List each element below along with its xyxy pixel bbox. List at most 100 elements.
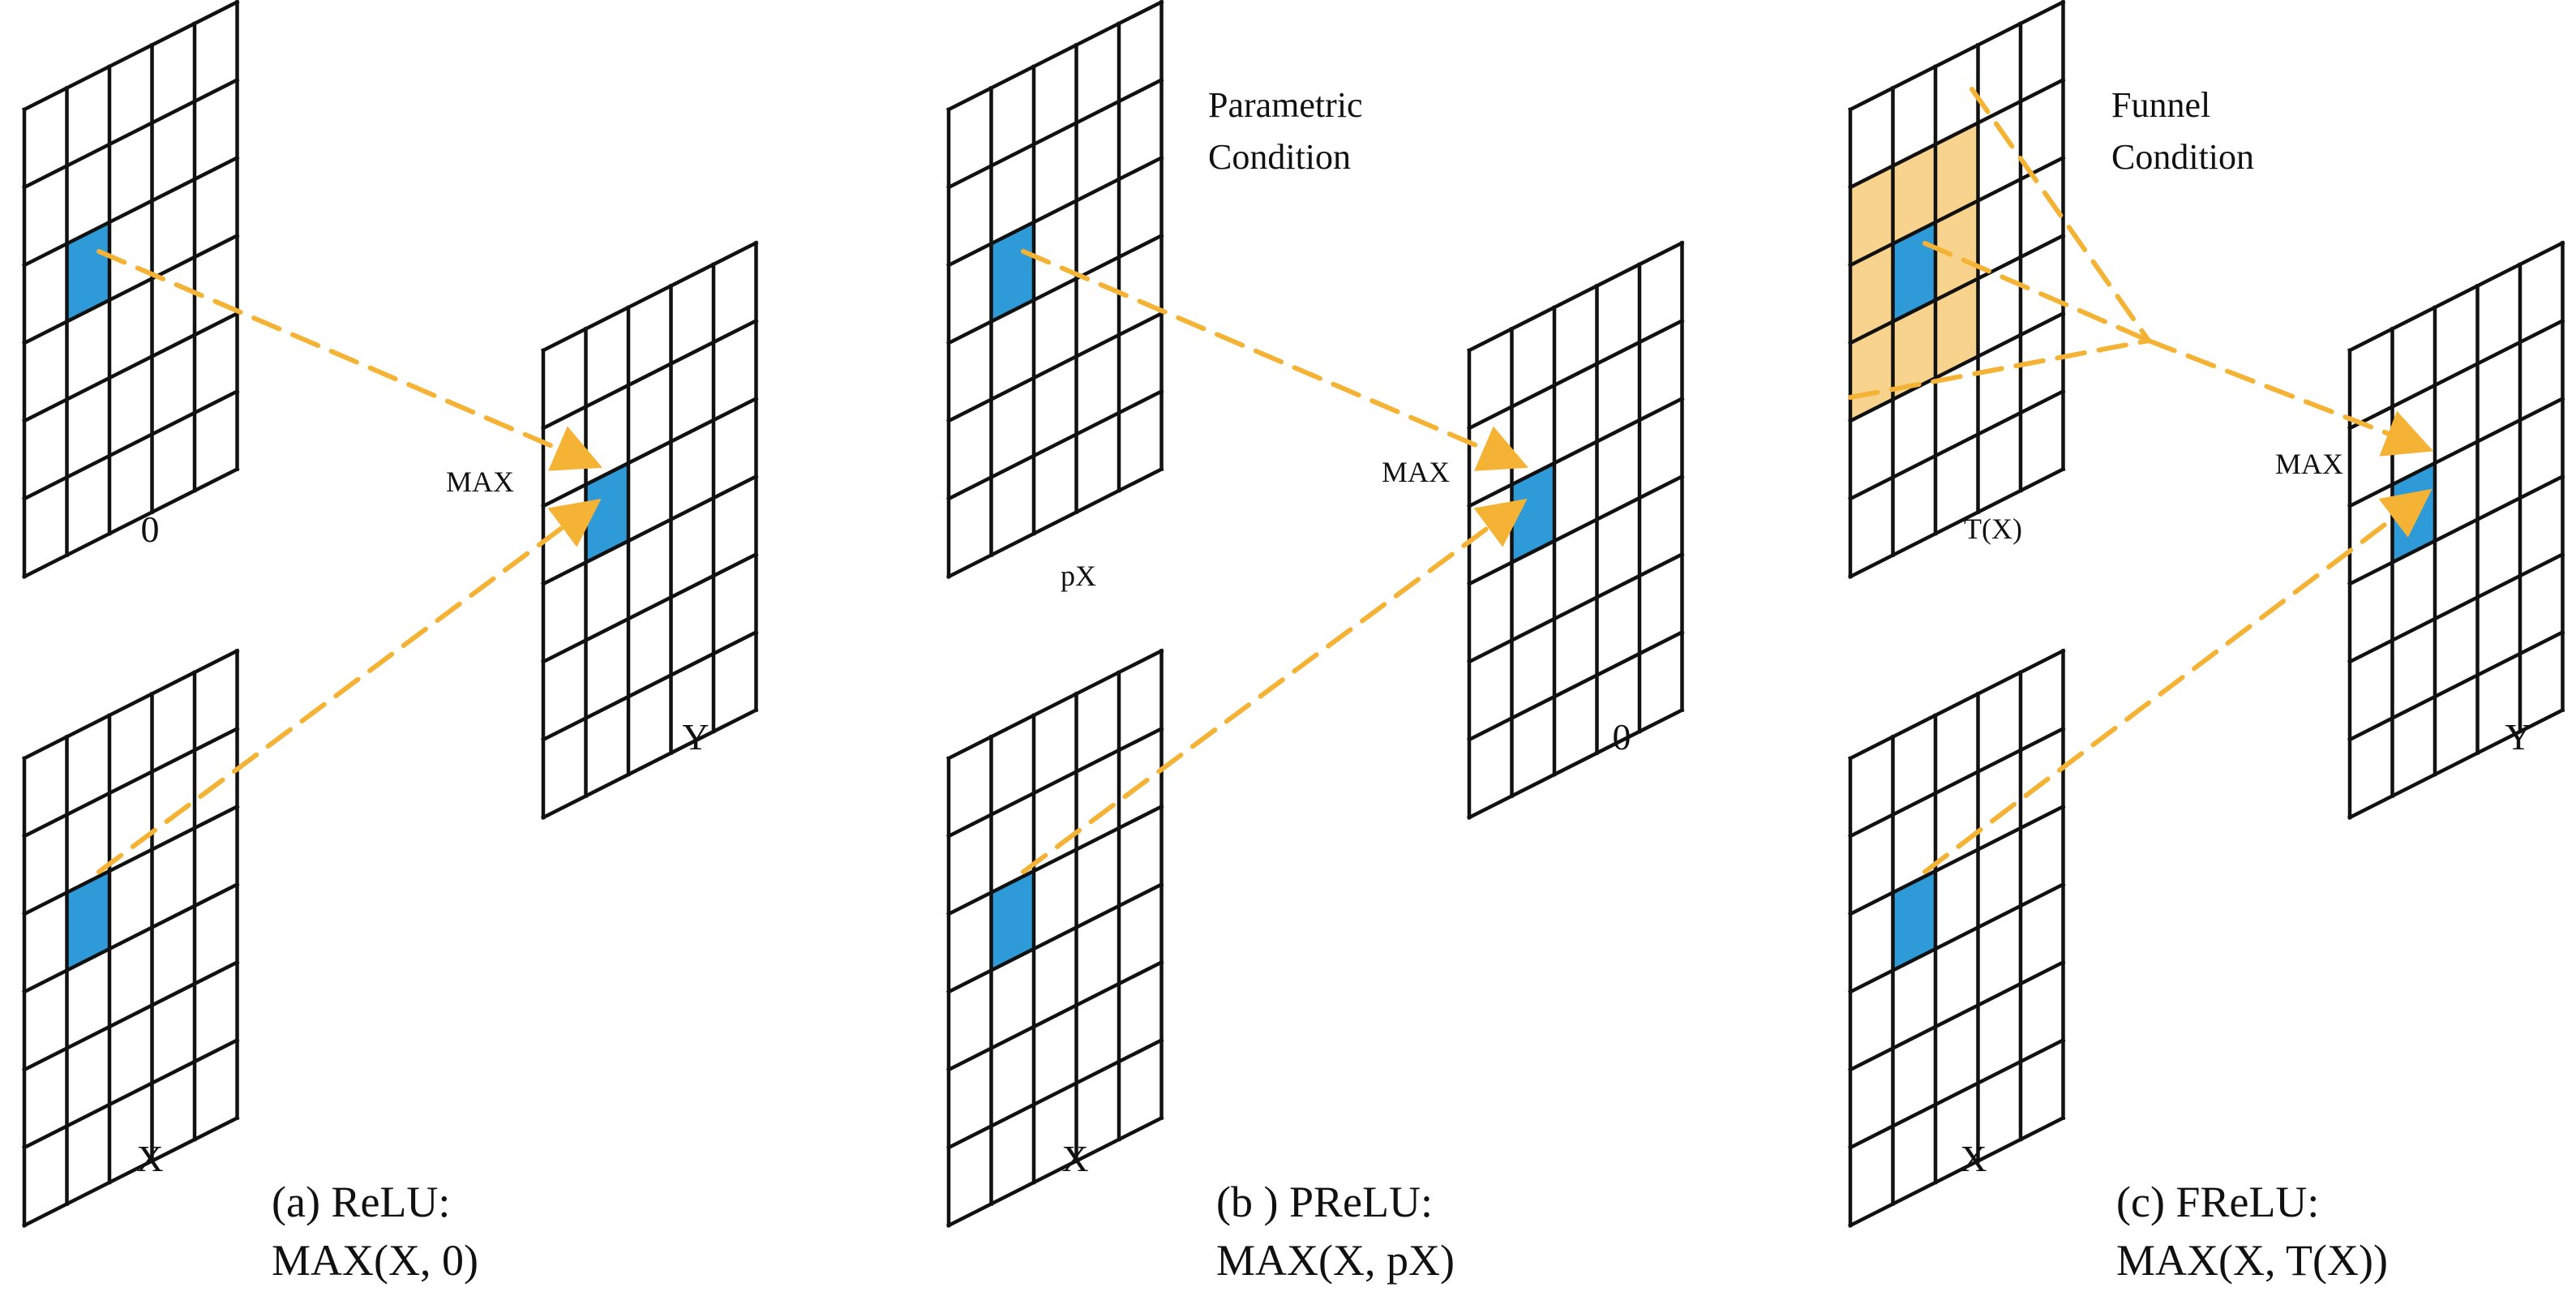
- highlighted-cell: [1511, 463, 1554, 563]
- grid-line: [21, 388, 240, 502]
- relu-arrow-from-top: [96, 249, 603, 471]
- grid-line: [945, 804, 1164, 917]
- relu-arrow-from-bottom: [96, 498, 602, 874]
- grids-layer: [21, 0, 2565, 1229]
- grid-line: [2347, 396, 2565, 509]
- relu-top-grid-label: 0: [141, 509, 160, 550]
- grid-line: [1847, 155, 2066, 268]
- panel-prelu: pX X 0 MAX Parametric Condition (b ) PRe…: [1061, 85, 1631, 1285]
- grid-line: [1847, 233, 2066, 346]
- frelu-output-grid: [2347, 240, 2565, 821]
- grid-line: [1466, 318, 1685, 431]
- highlighted-cell: [991, 871, 1034, 971]
- prelu-output-grid-label: 0: [1613, 716, 1631, 757]
- grid-line: [1847, 648, 2066, 762]
- frelu-arrow-from-funnel: [2146, 338, 2434, 457]
- funnel-window-cell: [1850, 243, 1893, 343]
- prelu-operator-label: MAX: [1382, 456, 1450, 488]
- grid-line: [1847, 77, 2066, 191]
- grid-line: [1847, 1037, 2066, 1151]
- highlighted-cell: [991, 222, 1034, 322]
- relu-output-grid: [540, 240, 759, 821]
- grid-line: [1847, 726, 2066, 839]
- prelu-caption-line2: MAX(X, pX): [1216, 1236, 1455, 1285]
- panel-frelu: T(X) X Y MAX Funnel Condition (c) FReLU:…: [1960, 85, 2531, 1285]
- relu-top-grid: [21, 0, 240, 580]
- grid-line: [21, 155, 240, 268]
- grid-line: [2347, 629, 2565, 743]
- frelu-bottom-grid: [1847, 648, 2066, 1229]
- grid-line: [1466, 707, 1685, 821]
- grid-line: [540, 629, 759, 743]
- prelu-condition-line1: Parametric: [1208, 85, 1363, 125]
- grid-line: [945, 959, 1164, 1073]
- grid-line: [945, 311, 1164, 424]
- relu-output-grid-label: Y: [682, 716, 709, 757]
- grid-line: [945, 726, 1164, 839]
- frelu-bottom-grid-label: X: [1960, 1138, 1987, 1179]
- grid-line: [21, 1115, 240, 1229]
- frelu-output-grid-label: Y: [2505, 716, 2531, 757]
- grid-line: [1847, 466, 2066, 580]
- frelu-caption-line1: (c) FReLU:: [2116, 1178, 2319, 1226]
- grid-line: [945, 1115, 1164, 1229]
- funnel-window-cell: [1935, 122, 1978, 222]
- grid-line: [21, 882, 240, 995]
- panel-relu: 0 X Y MAX (a) ReLU: MAX(X, 0): [136, 466, 709, 1285]
- grid-line: [21, 311, 240, 424]
- grid-line: [1847, 959, 2066, 1073]
- prelu-arrow-from-bottom: [1021, 498, 1528, 874]
- grid-line: [1847, 311, 2066, 424]
- grid-line: [1847, 0, 2066, 113]
- grid-line: [21, 1037, 240, 1151]
- grid-line: [1847, 1115, 2066, 1229]
- arrows-layer: [96, 87, 2434, 874]
- highlighted-cell: [585, 463, 628, 563]
- highlighted-cell: [66, 871, 109, 971]
- grid-line: [21, 726, 240, 839]
- grid-line: [21, 77, 240, 191]
- relu-operator-label: MAX: [446, 466, 514, 498]
- grid-line: [945, 77, 1164, 191]
- highlighted-cell: [66, 222, 109, 322]
- funnel-window-cell: [1935, 200, 1978, 300]
- grid-line: [540, 474, 759, 587]
- grid-line: [945, 233, 1164, 346]
- relu-caption-line1: (a) ReLU:: [272, 1178, 450, 1226]
- grid-line: [21, 0, 240, 113]
- relu-bottom-grid: [21, 648, 240, 1229]
- grid-line: [2347, 240, 2565, 354]
- grid-line: [540, 240, 759, 354]
- frelu-caption-line2: MAX(X, T(X)): [2116, 1236, 2388, 1285]
- grid-line: [540, 318, 759, 431]
- frelu-top-grid-label: T(X): [1964, 513, 2022, 545]
- prelu-top-grid-label: pX: [1061, 560, 1096, 592]
- grid-line: [540, 707, 759, 821]
- grid-line: [1847, 804, 2066, 917]
- prelu-caption-line1: (b ) PReLU:: [1216, 1178, 1433, 1226]
- frelu-condition-line2: Condition: [2111, 137, 2254, 177]
- highlighted-cell: [1892, 222, 1935, 322]
- grid-line: [1847, 882, 2066, 995]
- grid-line: [2347, 474, 2565, 587]
- prelu-condition-line2: Condition: [1208, 137, 1351, 177]
- grid-line: [1466, 474, 1685, 587]
- funnel-window-cell: [1892, 144, 1935, 244]
- grid-line: [945, 648, 1164, 762]
- grid-line: [1466, 396, 1685, 509]
- grid-line: [2347, 707, 2565, 821]
- grid-line: [1466, 551, 1685, 665]
- grid-line: [945, 1037, 1164, 1151]
- grid-line: [2347, 551, 2565, 665]
- grid-line: [21, 233, 240, 346]
- grid-line: [1466, 240, 1685, 354]
- grid-line: [945, 466, 1164, 580]
- grid-line: [1466, 629, 1685, 743]
- prelu-bottom-grid: [945, 648, 1164, 1229]
- prelu-top-grid: [945, 0, 1164, 580]
- grid-line: [540, 551, 759, 665]
- frelu-arrow-from-bottom: [1922, 488, 2432, 874]
- frelu-operator-label: MAX: [2275, 448, 2343, 480]
- prelu-bottom-grid-label: X: [1061, 1138, 1088, 1179]
